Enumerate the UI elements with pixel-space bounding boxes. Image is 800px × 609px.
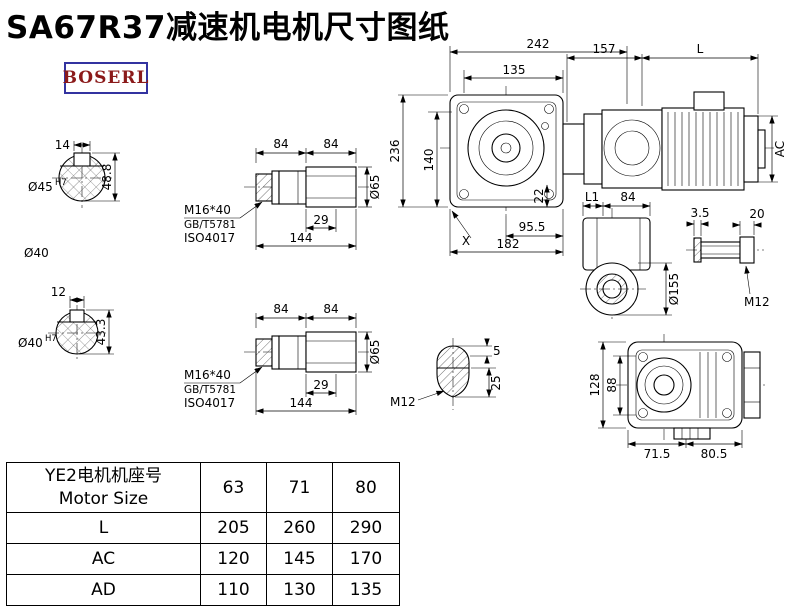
- label-thread-bottom: M16*40: [184, 368, 231, 382]
- shaft-end-profile: [436, 345, 470, 398]
- label-standard2-top: ISO4017: [184, 231, 235, 245]
- brand-logo-text: BOSERL: [62, 68, 150, 88]
- dim-key-width-bottom: 12: [51, 285, 66, 299]
- table-size-col-3: 80: [332, 462, 400, 513]
- row-AC-label: AC: [6, 543, 201, 575]
- dim-depth-top: 48.8: [100, 164, 114, 191]
- label-thread-top: M16*40: [184, 203, 231, 217]
- row-AD-value-2: 130: [266, 574, 333, 606]
- dim-bottom-a: 71.5: [644, 447, 671, 461]
- dim-key-width-top: 14: [55, 138, 70, 152]
- dim-rear-height: 128: [588, 374, 602, 397]
- label-thread-end: M12: [390, 395, 416, 409]
- label-thread-side: M12: [744, 295, 770, 309]
- row-L-label: L: [6, 512, 201, 544]
- dim-flange-length: 157: [593, 42, 616, 56]
- view-hollow-shaft-section-top: 14 48.8 Ø45 H7 Ø40: [24, 138, 120, 260]
- table-header-en: Motor Size: [58, 488, 149, 509]
- dim-flange-dia: Ø155: [667, 273, 681, 305]
- dim-overall-width: 242: [527, 37, 550, 51]
- row-L-value-3: 290: [332, 512, 400, 544]
- row-AD-value-1: 110: [200, 574, 267, 606]
- dim-screw-len: 20: [749, 207, 764, 221]
- dim-84-a-top: 84: [273, 137, 288, 151]
- row-L-value-1: 205: [200, 512, 267, 544]
- dim-lower-width-b: 182: [497, 237, 520, 251]
- dim-bottom-b: 80.5: [701, 447, 728, 461]
- lock-nut: [255, 338, 273, 367]
- lock-nut: [255, 173, 273, 202]
- side-flange: [743, 351, 761, 419]
- terminal-box: [693, 91, 725, 111]
- dim-rim: 22: [532, 188, 546, 203]
- label-standard2-bottom: ISO4017: [184, 396, 235, 410]
- view-hollow-shaft-section-bottom: 12 43.3 Ø40 H7: [18, 285, 114, 361]
- dim-center-height: 140: [422, 149, 436, 172]
- dim-84-side: 84: [620, 190, 635, 204]
- dim-l1: L1: [585, 190, 599, 204]
- view-front-assembly: 242 135 157 L 236 140: [388, 37, 787, 256]
- bottom-foot: [673, 427, 711, 440]
- screw-head: [739, 236, 755, 264]
- dim-lower-width-a: 95.5: [519, 220, 546, 234]
- keyway-notch: [69, 309, 85, 323]
- table-row-L: L 205 260 290: [6, 512, 400, 544]
- table-size-col-1: 63: [200, 462, 267, 513]
- dim-29-top: 29: [313, 213, 328, 227]
- label-outer-dia: Ø40: [24, 246, 49, 260]
- dim-144-top: 144: [290, 231, 313, 245]
- row-L-value-2: 260: [266, 512, 333, 544]
- view-fastener-assembly-bottom: 84 84 M16*40 GB/T5781 ISO4017 29 144: [184, 302, 382, 415]
- view-rear: 128 88 71.5 80.5: [588, 334, 766, 461]
- dim-motor-length: L: [697, 42, 704, 56]
- dim-overall-height: 236: [388, 140, 402, 163]
- dim-84-b-bottom: 84: [323, 302, 338, 316]
- label-standard1-top: GB/T5781: [184, 219, 236, 231]
- motor-front-bracket: [601, 109, 663, 189]
- label-bore-dia-top: Ø45: [28, 180, 53, 194]
- dim-sleeve-dia-bottom: Ø65: [368, 340, 382, 365]
- table-header-motor-size: YE2电机机座号 Motor Size: [6, 462, 201, 513]
- adapter-flange: [562, 123, 585, 175]
- keyway-notch: [73, 152, 91, 167]
- row-AD-label: AD: [6, 574, 201, 606]
- dim-washer: 3.5: [690, 206, 709, 220]
- label-standard1-bottom: GB/T5781: [184, 384, 236, 396]
- washer-section: [693, 237, 702, 263]
- table-row-AC: AC 120 145 170: [6, 543, 400, 575]
- label-bore-tol-bottom: H7: [45, 334, 57, 344]
- table-row-AD: AD 110 130 135: [6, 574, 400, 606]
- dim-rear-inner-height: 88: [605, 377, 619, 392]
- motor-size-table: YE2电机机座号 Motor Size 63 71 80 L 205 260 2…: [6, 462, 400, 606]
- view-side-gearbox: L1 84 Ø155 3.5 20 M12: [580, 190, 770, 322]
- row-AC-value-3: 170: [332, 543, 400, 575]
- label-bore-dia-bottom: Ø40: [18, 336, 43, 350]
- view-fastener-assembly-top: 84 84 M16*40 GB/T5781 ISO4017 29 144: [184, 137, 382, 250]
- table-header-cn: YE2电机机座号: [45, 465, 162, 486]
- screw-shank: [700, 241, 741, 259]
- shaft-sleeve: [305, 331, 357, 373]
- dim-sleeve-dia-top: Ø65: [368, 175, 382, 200]
- dim-25: 25: [489, 375, 503, 390]
- dim-29-bottom: 29: [313, 378, 328, 392]
- dim-key-height: 5: [493, 344, 501, 358]
- dim-84-a-bottom: 84: [273, 302, 288, 316]
- brand-logo: BOSERL: [62, 62, 150, 94]
- view-shaft-end: 5 25 M12: [390, 338, 503, 410]
- table-size-col-2: 71: [266, 462, 333, 513]
- dim-84-b-top: 84: [323, 137, 338, 151]
- motor-end-cap: [743, 115, 759, 183]
- label-datum-x: X: [462, 234, 470, 248]
- label-bore-tol-top: H7: [55, 178, 67, 188]
- row-AD-value-3: 135: [332, 574, 400, 606]
- shaft-sleeve: [305, 166, 357, 208]
- page-title: SA67R37减速机电机尺寸图纸: [6, 10, 450, 46]
- row-AC-value-1: 120: [200, 543, 267, 575]
- row-AC-value-2: 145: [266, 543, 333, 575]
- dim-depth-bottom: 43.3: [94, 319, 108, 346]
- dim-motor-dia: AC: [773, 141, 787, 157]
- dim-144-bottom: 144: [290, 396, 313, 410]
- dim-upper-width: 135: [503, 63, 526, 77]
